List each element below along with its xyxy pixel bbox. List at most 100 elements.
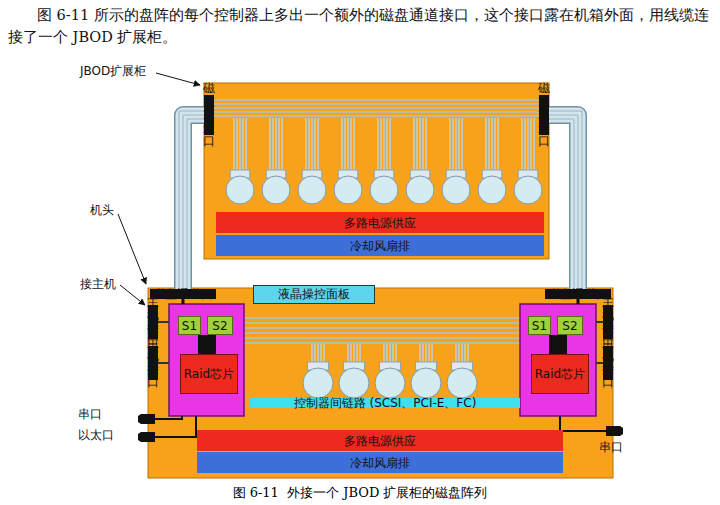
cable-core bbox=[549, 115, 578, 289]
node-text: S1 bbox=[182, 320, 197, 332]
node-text: S1 bbox=[532, 320, 547, 332]
disk bbox=[447, 368, 477, 398]
controller-board bbox=[169, 304, 244, 416]
serial-plug bbox=[138, 414, 155, 424]
backplane-line bbox=[244, 337, 520, 339]
callout-label: 串口 bbox=[78, 407, 102, 421]
disk-line bbox=[314, 118, 316, 178]
bus-block bbox=[549, 335, 567, 354]
disk-line bbox=[305, 118, 307, 178]
host-port: 主机接口 bbox=[148, 305, 158, 339]
backplane-line bbox=[214, 99, 539, 101]
cable-strand bbox=[549, 119, 574, 289]
body-text: 图 6-11 所示的盘阵的每个控制器上多出一个额外的磁盘通道接口，这个接口露在机… bbox=[8, 4, 714, 48]
cable-group bbox=[549, 111, 582, 289]
disk-line bbox=[449, 118, 451, 178]
cable bbox=[183, 115, 204, 289]
node-text: 机头 bbox=[90, 202, 555, 219]
disk bbox=[442, 176, 470, 204]
switch-chip: S2 bbox=[207, 316, 233, 335]
node-text: 控制器间链路 (SCSI、PCI-E、FC) bbox=[294, 399, 477, 407]
disk-line bbox=[425, 118, 427, 178]
fan-band: 冷却风扇排 bbox=[216, 235, 544, 256]
switch-chip: S1 bbox=[178, 316, 201, 335]
disk-line bbox=[236, 118, 238, 178]
port-link bbox=[158, 321, 169, 323]
disk-line bbox=[524, 118, 526, 178]
host-port: 主机接口 bbox=[148, 346, 158, 380]
leader-arrow bbox=[120, 285, 145, 305]
disk bbox=[370, 176, 398, 204]
port-link bbox=[596, 321, 603, 323]
disk-line bbox=[521, 118, 523, 178]
host-port: 主机接口 bbox=[603, 305, 613, 339]
ethernet-wire bbox=[155, 416, 196, 437]
leader-arrow bbox=[156, 73, 200, 85]
disk-line bbox=[269, 118, 271, 178]
cable-strand bbox=[187, 119, 204, 289]
disk-line bbox=[485, 118, 487, 178]
disk-line bbox=[344, 118, 346, 178]
disk-line bbox=[341, 118, 343, 178]
disk bbox=[406, 176, 434, 204]
disk-line bbox=[530, 118, 532, 178]
node-text: 冷却风扇排 bbox=[350, 457, 410, 469]
backplane-line bbox=[214, 103, 539, 105]
switch-chip: S2 bbox=[557, 316, 583, 335]
controller: S1 S2Raid芯片 bbox=[520, 304, 596, 416]
disk bbox=[262, 176, 290, 204]
disk-line bbox=[413, 118, 415, 178]
callout-label: 串口 bbox=[599, 440, 623, 454]
disk-line bbox=[419, 118, 421, 178]
caption: 图 6-11 外接一个 JBOD 扩展柜的磁盘阵列 bbox=[0, 484, 720, 502]
node-text: 冷却风扇排 bbox=[350, 240, 410, 252]
disk-line bbox=[458, 118, 460, 178]
node-text: 多路电源供应 bbox=[344, 217, 416, 229]
label-text: 图 6-11 所示的盘阵的每个控制器上多出一个额外的磁盘通道接口，这个接口露在机… bbox=[8, 7, 709, 45]
backplane-line bbox=[244, 322, 520, 324]
disk bbox=[334, 176, 362, 204]
port-link bbox=[158, 362, 169, 364]
disk-line bbox=[497, 118, 499, 178]
cable-strand bbox=[179, 111, 204, 289]
node-text: Raid芯片 bbox=[535, 368, 585, 380]
node-text: JBOD扩展柜 bbox=[80, 63, 425, 80]
disk-line bbox=[383, 118, 385, 178]
node-text: 磁盘通道口 bbox=[153, 288, 213, 300]
disk-port: 磁盘通道口 bbox=[539, 95, 549, 135]
disk-line bbox=[527, 118, 529, 178]
label-text: 串口 bbox=[78, 407, 102, 421]
disk-line bbox=[380, 118, 382, 178]
disk-line bbox=[242, 118, 244, 178]
disk bbox=[375, 368, 405, 398]
disk-port: 磁盘通道口 bbox=[150, 289, 216, 299]
serial-plug bbox=[606, 426, 623, 436]
node-text: 磁盘通道口 bbox=[203, 82, 215, 148]
label-text: 串口 bbox=[599, 440, 623, 454]
jbod-housing bbox=[204, 83, 549, 259]
disk-port: 磁盘通道口 bbox=[545, 289, 611, 299]
disk bbox=[514, 176, 542, 204]
controller: S1 S2Raid芯片 bbox=[169, 304, 244, 416]
disk-line bbox=[245, 118, 247, 178]
backplane-line bbox=[244, 342, 520, 344]
power-band: 多路电源供应 bbox=[216, 212, 544, 233]
lcd-panel: 液晶操控面板 bbox=[253, 285, 375, 304]
disk bbox=[303, 368, 333, 398]
disk-line bbox=[278, 118, 280, 178]
disk-line bbox=[452, 118, 454, 178]
leader-arrow bbox=[118, 214, 146, 284]
disk-line bbox=[281, 118, 283, 178]
disk bbox=[226, 176, 254, 204]
bus-block bbox=[198, 335, 216, 354]
backplane-line bbox=[244, 327, 520, 329]
head-housing bbox=[148, 288, 613, 478]
node-text: 多路电源供应 bbox=[344, 435, 416, 447]
disk-line bbox=[347, 118, 349, 178]
ethernet-plug bbox=[138, 432, 155, 442]
label-text: 以太口 bbox=[78, 428, 114, 442]
serial-wire bbox=[560, 416, 606, 431]
cable-strand bbox=[549, 115, 578, 289]
node-text: Raid芯片 bbox=[184, 368, 234, 380]
jbod-cabinet: JBOD扩展柜磁盘通道口磁盘通道口多路电源供应冷却风扇排 bbox=[204, 83, 549, 259]
